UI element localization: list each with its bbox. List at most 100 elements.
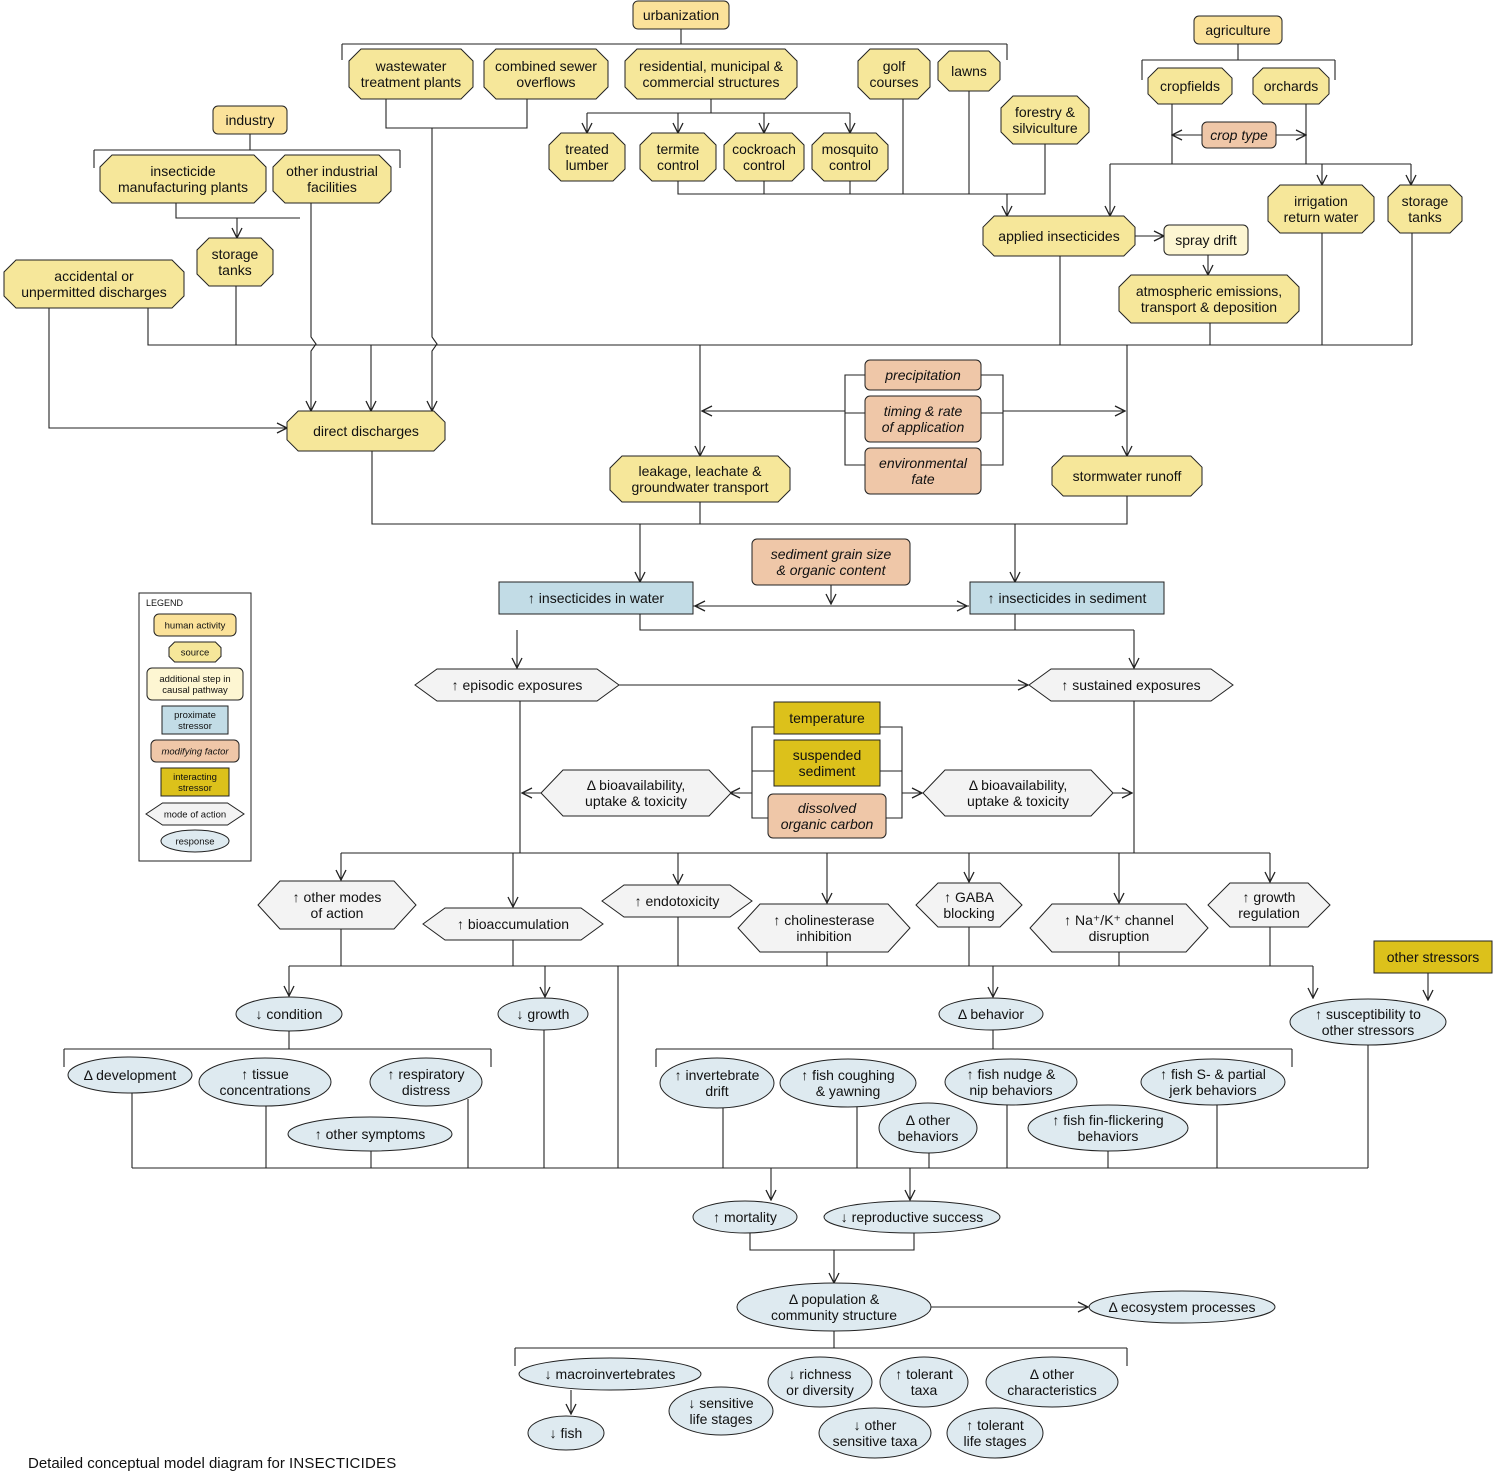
- node-bio-right-shape: [922, 769, 1114, 817]
- caption-emphasis: INSECTICIDES: [288, 1455, 397, 1472]
- node-env-fate-shape: [864, 447, 982, 495]
- node-direct: direct discharges: [286, 410, 446, 452]
- node-cholin-shape: [737, 903, 911, 953]
- node-grain-label: sediment grain size& organic content: [771, 546, 892, 578]
- line-38: [147, 308, 1412, 346]
- line-4: [385, 99, 528, 129]
- node-repro-shape: [823, 1200, 1001, 1234]
- node-residential: residential, municipal &commercial struc…: [624, 48, 798, 100]
- node-other-symptoms-shape: [287, 1116, 453, 1152]
- node-lawns-label: lawns: [951, 63, 987, 79]
- node-other-stressors-shape: [1373, 940, 1493, 974]
- node-stormwater-shape: [1051, 455, 1203, 497]
- node-timing-shape: [864, 395, 982, 443]
- node-temperature: temperature: [773, 701, 881, 735]
- line-51: [981, 374, 1004, 466]
- node-coughing-shape: [779, 1058, 917, 1108]
- legend-item-response: response: [160, 829, 230, 853]
- node-ins-water-label: ↑ insecticides in water: [528, 590, 665, 606]
- legend-swatch-response: [160, 829, 230, 853]
- node-other-symptoms: ↑ other symptoms: [287, 1116, 453, 1152]
- node-lawns-shape: [937, 50, 1001, 92]
- node-spray-drift-shape: [1163, 224, 1249, 256]
- node-behavior-label: Δ behavior: [958, 1006, 1025, 1022]
- node-nudge: ↑ fish nudge &nip behaviors: [944, 1058, 1078, 1106]
- node-episodic: ↑ episodic exposures: [414, 668, 620, 702]
- node-residential-label: residential, municipal &commercial struc…: [639, 58, 784, 90]
- node-endotox: ↑ endotoxicity: [601, 884, 753, 918]
- node-ins-sed: ↑ insecticides in sediment: [969, 581, 1165, 615]
- node-crop-type: crop type: [1201, 121, 1277, 149]
- arrow-45: [432, 128, 438, 411]
- node-agriculture-shape: [1193, 15, 1283, 45]
- node-grain-shape: [751, 538, 911, 586]
- node-macroinv-label: ↓ macroinvertebrates: [545, 1366, 676, 1382]
- legend-swatch-interacting: [160, 767, 230, 797]
- node-mortality-label: ↑ mortality: [713, 1209, 777, 1225]
- node-susp-sed-shape: [773, 739, 881, 787]
- node-jerk-shape: [1140, 1058, 1286, 1106]
- node-nak-shape: [1029, 903, 1209, 953]
- node-termite-shape: [639, 132, 717, 182]
- node-lawns: lawns: [937, 50, 1001, 92]
- line-55: [371, 451, 1128, 525]
- node-mortality: ↑ mortality: [692, 1200, 798, 1234]
- node-other-modes-shape: [257, 880, 417, 930]
- node-respiratory-shape: [369, 1057, 483, 1107]
- node-bio-left-label: Δ bioavailability,uptake & toxicity: [585, 777, 687, 809]
- legend-swatch-mode: [145, 802, 245, 826]
- node-urbanization-shape: [632, 0, 730, 30]
- node-fish-shape: [527, 1415, 605, 1451]
- node-behavior: Δ behavior: [938, 997, 1044, 1031]
- node-repro: ↓ reproductive success: [823, 1200, 1001, 1234]
- node-repro-label: ↓ reproductive success: [841, 1209, 983, 1225]
- node-other-industrial-shape: [272, 154, 392, 204]
- node-growth-label: ↓ growth: [517, 1006, 570, 1022]
- node-leakage: leakage, leachate &groundwater transport: [609, 455, 791, 503]
- node-other-stressors: other stressors: [1373, 940, 1493, 974]
- diagram-nodes: urbanizationagricultureindustrywastewate…: [3, 0, 1493, 1459]
- line-11: [677, 144, 1046, 195]
- node-treated-lumber-shape: [548, 132, 626, 182]
- node-bioaccum-label: ↑ bioaccumulation: [457, 916, 569, 932]
- legend-label-activity: human activity: [165, 621, 226, 632]
- node-forestry-shape: [1000, 95, 1090, 145]
- node-other-sensitive-shape: [818, 1407, 932, 1459]
- node-leakage-shape: [609, 455, 791, 503]
- node-tissue-shape: [198, 1057, 332, 1107]
- node-gaba-shape: [915, 882, 1023, 928]
- arrow-44: [311, 203, 317, 411]
- node-endotox-label: ↑ endotoxicity: [635, 893, 720, 909]
- node-insecticide-plants-shape: [99, 154, 267, 204]
- node-richness-shape: [767, 1356, 873, 1408]
- legend-label-source: source: [181, 648, 210, 659]
- node-ecosystem-shape: [1088, 1290, 1276, 1324]
- node-growth-shape: [497, 997, 589, 1031]
- node-bioaccum: ↑ bioaccumulation: [422, 907, 604, 941]
